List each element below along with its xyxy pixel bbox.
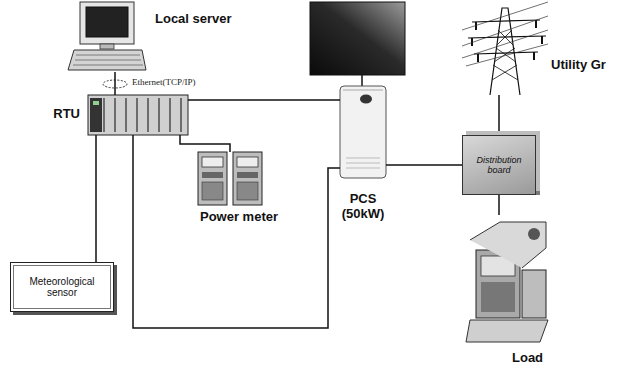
wire: [188, 99, 340, 101]
wire: [498, 195, 500, 215]
node-label: Load: [512, 351, 543, 366]
rtu-modules: [104, 98, 181, 132]
node-label: Utility Gr: [551, 58, 606, 73]
load-base: [466, 320, 548, 342]
edge-label: Ethernet(TCP/IP): [131, 78, 197, 88]
pcs-cabinet: [340, 86, 386, 178]
rtu-icon: RTU: [88, 95, 188, 135]
pcs-indicator: [360, 95, 372, 104]
load-body: [481, 282, 515, 312]
monitor-stand: [100, 44, 114, 49]
wire: [114, 72, 116, 95]
wire: [386, 164, 462, 166]
wire: [95, 135, 97, 262]
tower-icon: Utility Gr: [462, 2, 548, 95]
power-meter-body: [233, 152, 262, 205]
monitor-screen: [86, 7, 128, 37]
node-label: Power meter: [200, 210, 278, 225]
insulators: [472, 20, 542, 62]
meter-icon: Power meter: [198, 152, 262, 205]
wire: [133, 135, 340, 328]
load-unit: [522, 270, 546, 318]
rtu-power-module: [90, 98, 102, 132]
meter-display: [237, 157, 258, 167]
power-meter-body: [198, 152, 227, 205]
pv-wire: [361, 75, 363, 86]
node-label: PCS (50kW): [334, 192, 392, 222]
monitor: [80, 2, 134, 44]
node-label: RTU: [53, 107, 80, 122]
tower-arms: [468, 20, 546, 54]
pcs-icon: PCS (50kW): [340, 86, 386, 178]
meter-panel: [237, 172, 258, 178]
load-frame: [470, 222, 546, 268]
load-motor: [528, 228, 540, 240]
node-label: Local server: [155, 12, 232, 27]
wire: [180, 135, 230, 152]
wire: [498, 95, 500, 135]
keyboard: [68, 50, 146, 70]
meter-panel: [202, 172, 223, 178]
rtu-rack: [88, 95, 188, 135]
pcs-vents: [346, 158, 380, 168]
node-label: Meteorological sensor: [17, 276, 107, 299]
node-label: Distribution board: [468, 155, 530, 176]
meter-terminals: [237, 182, 258, 200]
keyboard-keys: [73, 55, 143, 65]
load-icon: Load: [466, 215, 550, 345]
rtu-led: [93, 101, 99, 105]
pcs-trim: [343, 90, 383, 91]
sensor-box: Meteorological sensor: [10, 262, 114, 312]
server-icon: Local server: [68, 2, 146, 72]
power-lines: [462, 2, 548, 66]
pv-panel: [310, 2, 405, 75]
distribution-box: Distribution board: [462, 135, 536, 195]
meter-terminals: [202, 182, 223, 200]
meter-display: [202, 157, 223, 167]
